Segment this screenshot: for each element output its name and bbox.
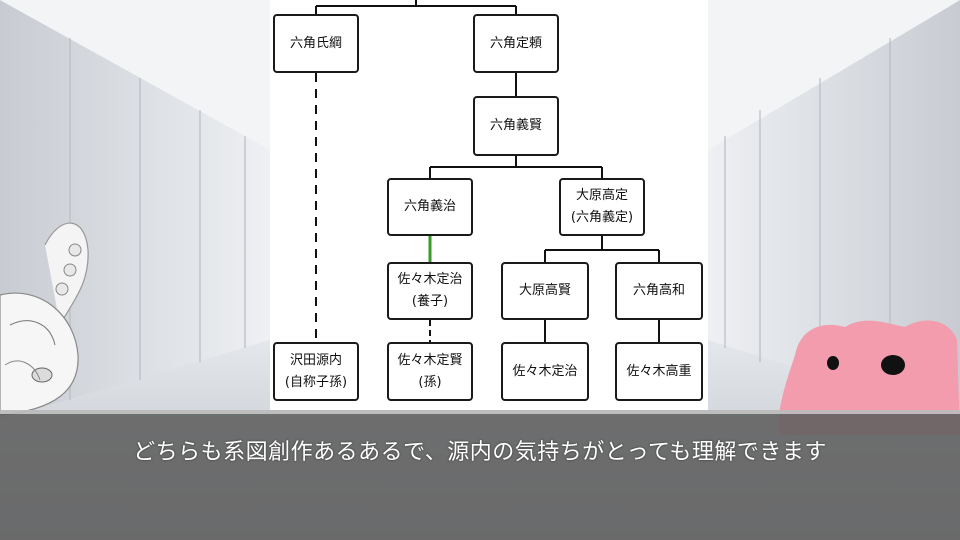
node-rokkaku-sadayori: 六角定頼 <box>473 14 559 73</box>
node-ohara-takakata: 大原高賢 <box>501 262 589 320</box>
node-label: 六角定頼 <box>489 35 542 51</box>
node-label: 大原高定 <box>575 188 628 203</box>
blob-eye-right <box>881 355 905 375</box>
node-label: 六角義治 <box>403 199 456 214</box>
node-label: 佐々木高重 <box>626 363 692 379</box>
character-bead-1 <box>68 243 82 257</box>
character-eye <box>31 367 53 383</box>
node-sawada-gennai: 沢田源内 (自称子孫) <box>273 342 359 401</box>
node-label: 佐々木定治 <box>512 363 578 379</box>
node-rokkaku-yoshiharu: 六角義治 <box>387 178 473 236</box>
right-character-pink-blob <box>778 320 960 435</box>
node-label: 六角氏綱 <box>289 35 342 51</box>
node-label: 沢田源内 <box>289 352 342 368</box>
node-label: 佐々木定治 <box>397 272 463 287</box>
subtitle-bar <box>0 410 960 540</box>
subtitle-divider <box>0 410 960 414</box>
node-label: (孫) <box>418 374 442 390</box>
left-character-illustration <box>0 222 89 416</box>
subtitle-caption: どちらも系図創作あるあるで、源内の気持ちがとっても理解できます <box>133 440 827 465</box>
node-sasaki-sadaharu-adopted: 佐々木定治 (養子) <box>387 262 473 320</box>
node-rokkaku-takakazu: 六角高和 <box>615 262 703 320</box>
blob-eye-left <box>827 356 839 370</box>
character-bead-2 <box>63 263 77 277</box>
node-rokkaku-ujitsuna: 六角氏綱 <box>273 14 359 73</box>
node-label: 六角高和 <box>632 283 685 298</box>
node-label: (六角義定) <box>570 210 634 225</box>
node-label: 佐々木定賢 <box>397 352 463 368</box>
node-sasaki-sadaharu: 佐々木定治 <box>501 342 589 401</box>
node-label: 大原高賢 <box>518 283 571 298</box>
node-label: (養子) <box>411 294 449 309</box>
node-sasaki-takashige: 佐々木高重 <box>615 342 703 401</box>
node-label: (自称子孫) <box>284 374 348 390</box>
node-label: 六角義賢 <box>489 118 542 133</box>
node-rokkaku-yoshikata: 六角義賢 <box>473 96 559 156</box>
node-sasaki-sadakata: 佐々木定賢 (孫) <box>387 342 473 401</box>
character-bead-3 <box>55 282 69 296</box>
node-ohara-takasada: 大原高定 (六角義定) <box>559 178 645 236</box>
